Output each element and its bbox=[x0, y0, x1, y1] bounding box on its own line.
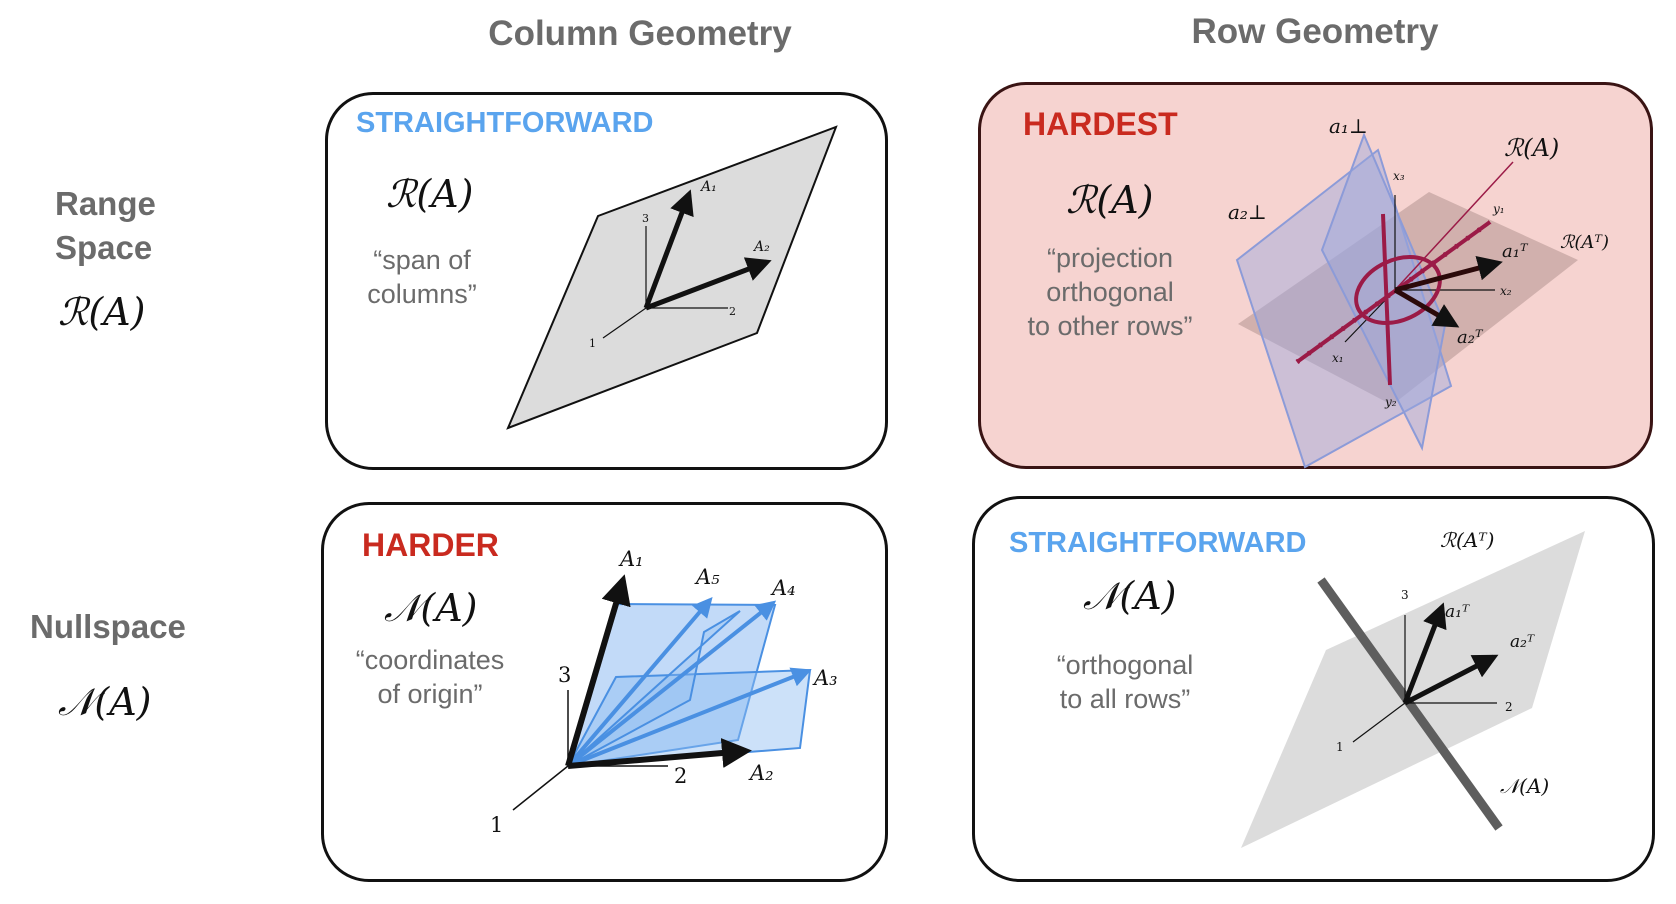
axis-label-2: 2 bbox=[674, 764, 687, 788]
vector-a5 bbox=[566, 596, 713, 768]
vector-a2t bbox=[1403, 654, 1499, 706]
axis-label-2: 2 bbox=[1505, 700, 1513, 714]
vector-a1 bbox=[643, 189, 694, 309]
vector-a1t bbox=[1394, 255, 1503, 293]
vector-a1t bbox=[1402, 602, 1447, 704]
vector-a1 bbox=[565, 574, 631, 767]
row-header-range-symbol: ℛ(A) bbox=[58, 290, 146, 334]
difficulty-tag-hardest: HARDEST bbox=[1023, 106, 1178, 142]
vector-label-a4: A₄ bbox=[770, 576, 796, 600]
label-a1t: a₁ᵀ bbox=[1445, 602, 1470, 622]
label-range-at: ℛ(Aᵀ) bbox=[1440, 528, 1494, 552]
range-a-line bbox=[1394, 161, 1514, 291]
quote-orthogonal-to-all-rows: “orthogonal to all rows” bbox=[1040, 648, 1210, 716]
difficulty-tag-harder: HARDER bbox=[362, 527, 499, 563]
axis-1 bbox=[602, 307, 647, 339]
range-symbol: ℛ(A) bbox=[386, 172, 474, 216]
y2-axis bbox=[1381, 213, 1392, 386]
vector-label-a1: A₁ bbox=[618, 547, 644, 571]
label-a2t: a₂ᵀ bbox=[1510, 632, 1535, 652]
span-sheet-3 bbox=[567, 610, 741, 767]
axis-label-1: 1 bbox=[589, 337, 596, 350]
vector-label-a3: A₃ bbox=[812, 666, 838, 690]
vector-label-a5: A₅ bbox=[694, 565, 720, 589]
label-a2t: a₂ᵀ bbox=[1457, 327, 1484, 348]
axis-label-x1: x₁ bbox=[1332, 351, 1344, 365]
quote-line-1: “span of bbox=[373, 245, 471, 275]
column-header-row-geometry: Row Geometry bbox=[1191, 12, 1439, 51]
vector-label-a2: A₂ bbox=[752, 239, 770, 255]
quote-line-2: columns” bbox=[367, 279, 477, 309]
axis-label-x3: x₃ bbox=[1393, 169, 1405, 183]
vector-label-a1: A₁ bbox=[699, 179, 717, 195]
axis-label-1: 1 bbox=[1336, 740, 1344, 754]
label-a1-perp: a₁⊥ bbox=[1329, 114, 1368, 138]
range-symbol: ℛ(A) bbox=[1066, 178, 1154, 222]
ellipse bbox=[1354, 255, 1442, 325]
span-plane bbox=[506, 125, 838, 430]
quote-line-2: orthogonal bbox=[1046, 277, 1174, 307]
row-range-figure: x₃ x₂ x₁ a₁⊥ a₂⊥ ℛ(A) ℛ(Aᵀ) a₁ᵀ a₂ᵀ y₁ y… bbox=[1228, 114, 1609, 469]
column-header-column-geometry: Column Geometry bbox=[488, 14, 792, 53]
quote-projection-orthogonal: “projection orthogonal to other rows” bbox=[1010, 241, 1210, 343]
axis-label-1: 1 bbox=[490, 813, 503, 837]
quote-line-3: to other rows” bbox=[1027, 311, 1193, 341]
vector-a4 bbox=[566, 600, 777, 768]
label-a2-perp: a₂⊥ bbox=[1228, 200, 1267, 224]
column-nullspace-figure: 3 2 1 A₁ A₅ A₄ A₃ A₂ bbox=[490, 547, 838, 837]
axis-label-3: 3 bbox=[558, 663, 571, 687]
nullspace-symbol: 𝒩(A) bbox=[1083, 574, 1177, 618]
vector-label-a2: A₂ bbox=[748, 761, 774, 785]
nullspace-symbol: 𝒩(A) bbox=[384, 586, 478, 630]
vector-a3 bbox=[567, 667, 812, 768]
quote-line-2: of origin” bbox=[377, 679, 483, 709]
quote-line-1: “projection bbox=[1046, 243, 1174, 273]
vector-a2 bbox=[567, 738, 752, 769]
row-header-range-line2: Space bbox=[55, 229, 153, 266]
axis-label-2: 2 bbox=[729, 305, 736, 318]
nullspace-line bbox=[1317, 577, 1503, 831]
axis-1 bbox=[1352, 702, 1406, 743]
quote-line-2: to all rows” bbox=[1059, 684, 1191, 714]
row-header-nullspace: Nullspace bbox=[30, 608, 186, 645]
label-range-a: ℛ(A) bbox=[1504, 134, 1559, 162]
axis-label-x2: x₂ bbox=[1500, 284, 1512, 298]
axis-1 bbox=[512, 765, 569, 811]
difficulty-tag-straightforward: STRAIGHTFORWARD bbox=[356, 107, 654, 139]
range-at-plane bbox=[1241, 531, 1585, 848]
difficulty-tag-straightforward: STRAIGHTFORWARD bbox=[1009, 527, 1307, 559]
vector-a2t bbox=[1393, 287, 1460, 328]
quote-span-of-columns: “span of columns” bbox=[342, 243, 502, 311]
label-y2: y₂ bbox=[1384, 395, 1397, 409]
axis-label-3: 3 bbox=[1401, 588, 1409, 602]
column-range-figure: 3 2 1 A₁ A₂ bbox=[506, 125, 838, 430]
a2-perp-plane bbox=[1235, 148, 1453, 469]
quote-coordinates-of-origin: “coordinates of origin” bbox=[340, 643, 520, 711]
axis-label-3: 3 bbox=[642, 212, 649, 225]
quote-line-1: “orthogonal bbox=[1056, 650, 1194, 680]
row-header-range-line1: Range bbox=[55, 185, 156, 222]
row-header-nullspace-symbol: 𝒩(A) bbox=[58, 680, 152, 724]
label-a1t: a₁ᵀ bbox=[1502, 241, 1529, 262]
label-range-at: ℛ(Aᵀ) bbox=[1560, 232, 1609, 253]
label-null-a: 𝒩(A) bbox=[1500, 774, 1549, 798]
row-nullspace-figure: 3 2 1 ℛ(Aᵀ) a₁ᵀ a₂ᵀ 𝒩(A) bbox=[1241, 528, 1585, 848]
label-y1: y₁ bbox=[1492, 202, 1505, 216]
quote-line-1: “coordinates bbox=[355, 645, 505, 675]
y1-axis-body bbox=[1295, 220, 1492, 364]
vector-a2 bbox=[645, 257, 772, 311]
row-header-range-space: Range Space bbox=[55, 182, 156, 270]
